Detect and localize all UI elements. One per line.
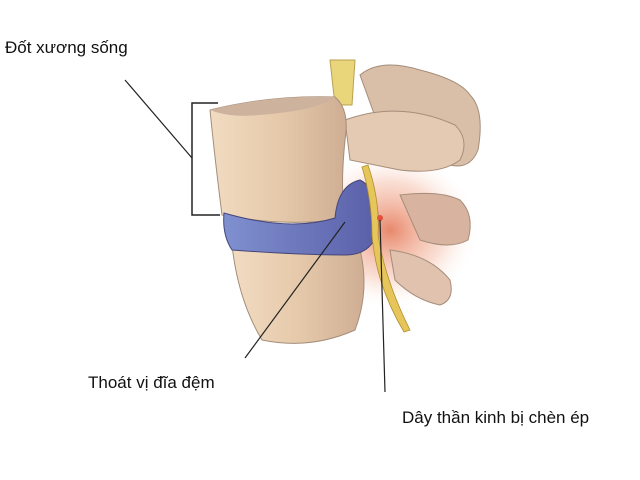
label-vertebra: Đốt xương sống: [5, 38, 128, 57]
leader-lines: [124, 79, 386, 393]
label-herniated-disc: Thoát vị đĩa đệm: [88, 373, 215, 392]
spinal-cord: [329, 59, 356, 106]
vertebra-leader-line: [124, 79, 193, 159]
upper-vertebral-body: [209, 96, 347, 223]
disc-leader-line: [244, 221, 346, 359]
lower-vertebral-body: [231, 244, 365, 344]
nerve-root: [361, 164, 411, 333]
nerve-leader-line: [379, 219, 386, 393]
spinous-processes: [344, 64, 481, 306]
label-compressed-nerve: Dây thần kinh bị chèn ép: [402, 408, 590, 427]
vertebra-bracket: [191, 102, 220, 216]
